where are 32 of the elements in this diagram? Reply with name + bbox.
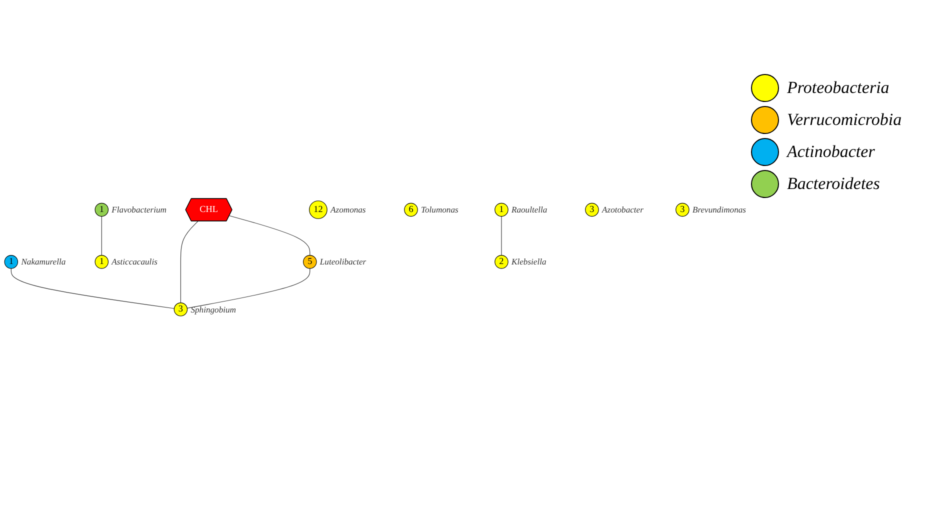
- connector: [186, 268, 310, 309]
- legend-label: Verrucomicrobia: [787, 110, 902, 130]
- connector: [229, 216, 310, 256]
- genus-name: Flavobacterium: [112, 204, 166, 215]
- node-circle: 1: [4, 255, 18, 269]
- node-circle: 1: [94, 202, 109, 217]
- node-circle: 3: [585, 202, 599, 217]
- node-circle: 6: [404, 202, 418, 217]
- legend-label: Bacteroidetes: [787, 174, 880, 194]
- genus-name: Asticcacaulis: [112, 256, 158, 267]
- legend-label: Proteobacteria: [787, 78, 890, 98]
- genus-name: Brevundimonas: [692, 204, 746, 215]
- genus-name: Luteolibacter: [320, 256, 366, 267]
- genus-name: Azotobacter: [602, 204, 644, 215]
- node-circle: 1: [494, 202, 508, 217]
- node-circle: 1: [94, 255, 109, 269]
- genus-name: Sphingobium: [190, 304, 236, 314]
- legend-label: Actinobacter: [787, 142, 875, 162]
- connector: [501, 216, 502, 256]
- genus-name: Nakamurella: [21, 256, 66, 267]
- node-circle: 2: [494, 255, 508, 269]
- connector: [180, 220, 198, 304]
- genus-name: Raoultella: [512, 204, 548, 215]
- genus-name: Tolumonas: [421, 204, 458, 215]
- connector: [101, 216, 102, 256]
- connector: [10, 268, 174, 309]
- node-circle: 5: [303, 255, 317, 269]
- node-circle: 12: [309, 200, 328, 219]
- genus-name: Azomonas: [330, 204, 366, 215]
- node-circle: 3: [676, 202, 690, 217]
- genus-name: Klebsiella: [512, 256, 546, 267]
- node-circle: 3: [174, 302, 188, 316]
